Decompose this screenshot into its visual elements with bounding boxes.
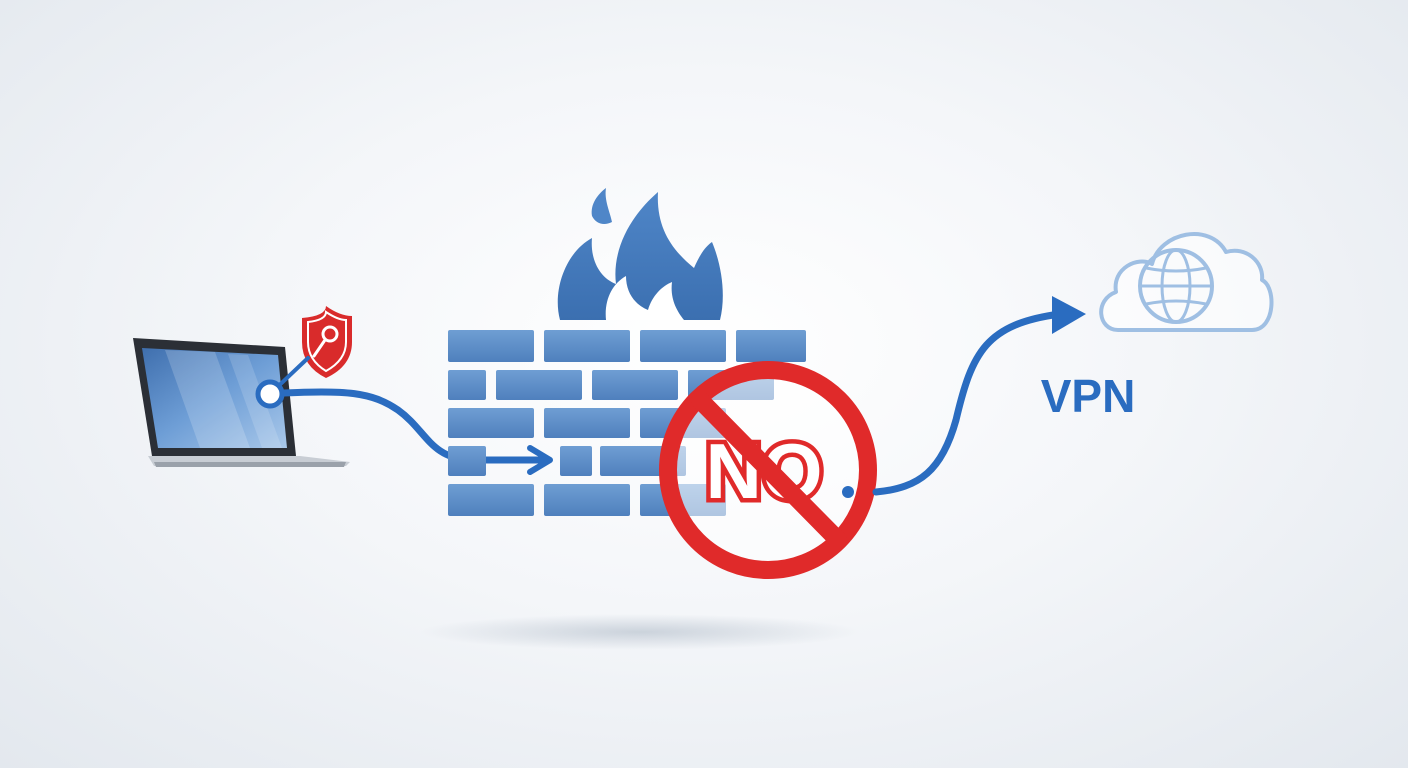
prohibited-icon: NO	[659, 361, 877, 579]
cloud-globe-icon	[1099, 232, 1274, 332]
vpn-label: VPN	[1041, 370, 1136, 422]
incoming-flow-arrow	[280, 388, 553, 475]
laptop-icon	[133, 338, 350, 467]
outgoing-flow-arrow	[872, 296, 1086, 496]
flame-icon	[557, 192, 723, 320]
ground-shadow	[420, 614, 860, 650]
shield-key-icon	[302, 306, 352, 378]
